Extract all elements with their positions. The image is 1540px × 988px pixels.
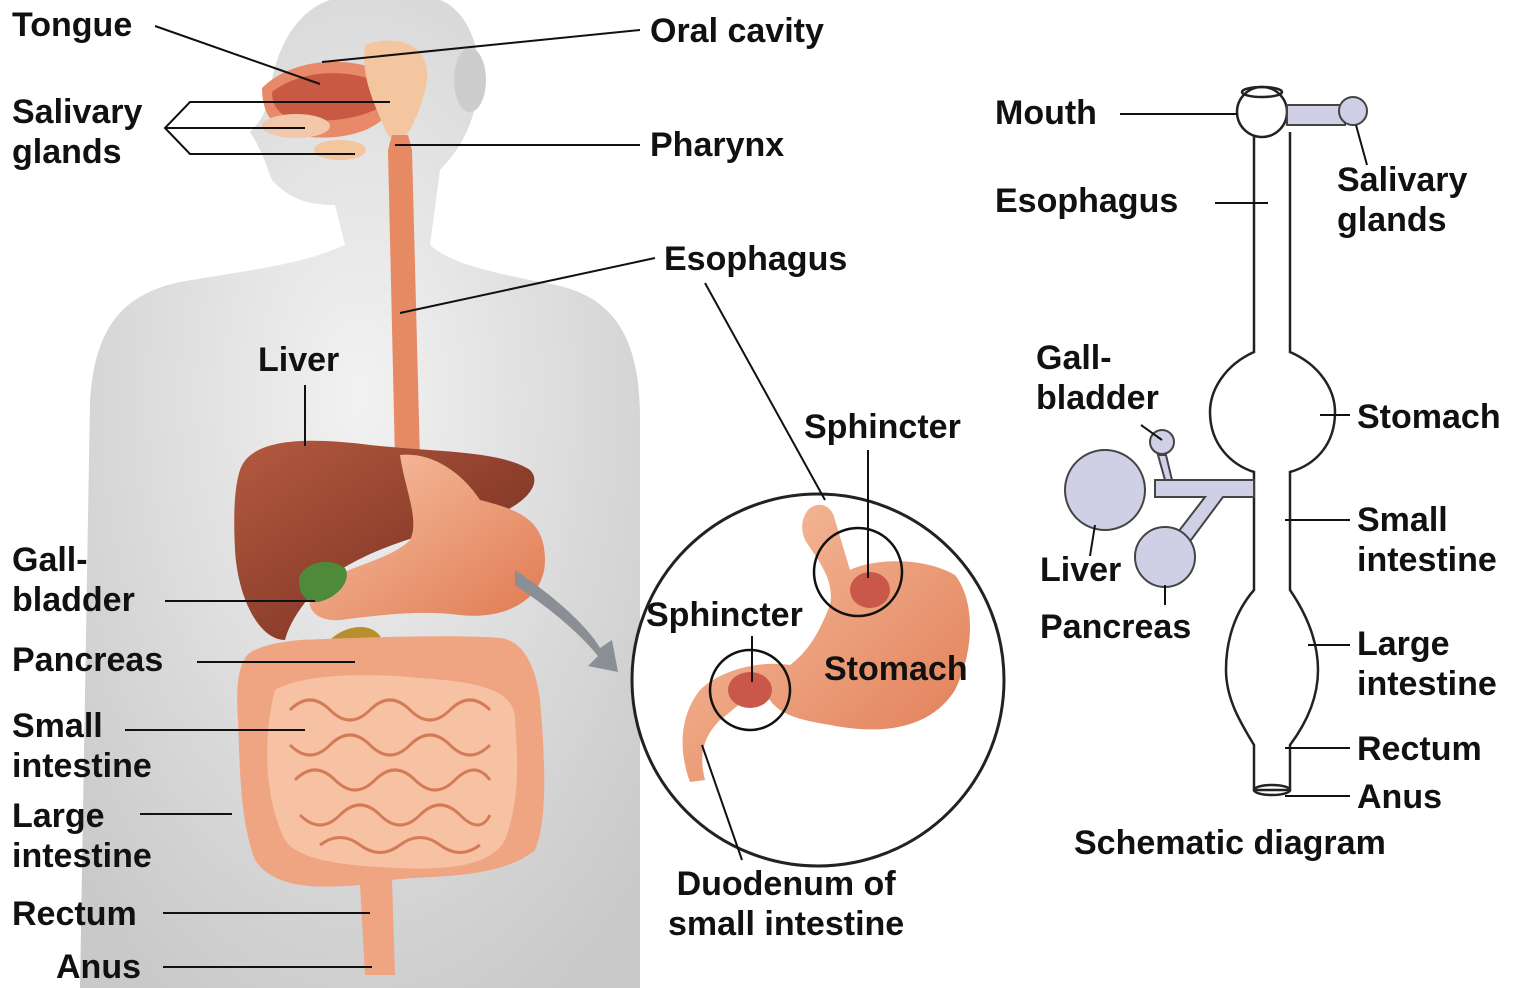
label-stomach-inset: Stomach: [824, 648, 968, 690]
schematic-tract: [1210, 87, 1335, 795]
schematic-label-mouth: Mouth: [995, 92, 1097, 134]
schematic-label-esophagus: Esophagus: [995, 180, 1178, 222]
label-tongue: Tongue: [12, 4, 132, 46]
label-sphincter-lower: Sphincter: [646, 594, 803, 636]
label-sphincter-upper: Sphincter: [804, 406, 961, 448]
label-liver: Liver: [258, 339, 339, 381]
label-oral-cavity: Oral cavity: [650, 10, 824, 52]
schematic-label-pancreas: Pancreas: [1040, 606, 1191, 648]
label-salivary-glands: Salivary glands: [12, 92, 142, 172]
schematic-label-gallbladder: Gall- bladder: [1036, 338, 1159, 418]
schematic-label-salivary-glands: Salivary glands: [1337, 160, 1467, 240]
schematic-label-small-intestine: Small intestine: [1357, 500, 1497, 580]
label-rectum: Rectum: [12, 893, 137, 935]
schematic-label-anus: Anus: [1357, 776, 1442, 818]
schematic-label-large-intestine: Large intestine: [1357, 624, 1497, 704]
label-pancreas: Pancreas: [12, 639, 163, 681]
label-esophagus: Esophagus: [664, 238, 847, 280]
schematic-label-stomach: Stomach: [1357, 396, 1501, 438]
schematic-caption: Schematic diagram: [1074, 822, 1386, 864]
label-anus: Anus: [56, 946, 141, 988]
label-gallbladder: Gall- bladder: [12, 540, 135, 620]
label-large-intestine: Large intestine: [12, 796, 152, 876]
label-pharynx: Pharynx: [650, 124, 784, 166]
label-small-intestine: Small intestine: [12, 706, 152, 786]
label-duodenum: Duodenum of small intestine: [668, 864, 904, 944]
schematic-label-liver: Liver: [1040, 549, 1121, 591]
schematic-label-rectum: Rectum: [1357, 728, 1482, 770]
